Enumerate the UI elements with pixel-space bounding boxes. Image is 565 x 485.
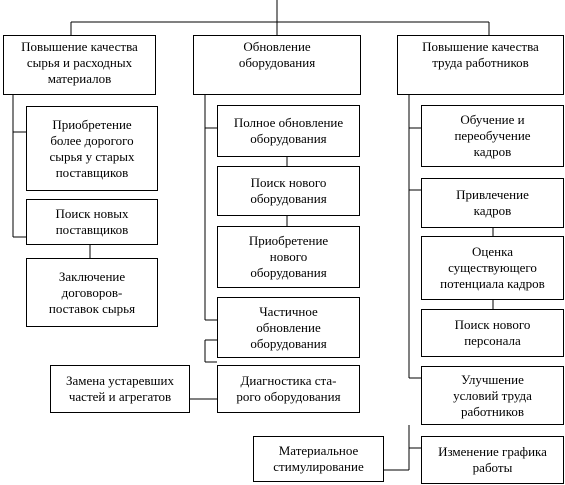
node-attract-staff: Привлечение кадров: [421, 178, 564, 228]
node-equipment: Обновление оборудования: [193, 35, 361, 95]
node-raw-materials: Повышение качества сырья и расходных мат…: [3, 35, 156, 95]
node-material-incentives: Материальное стимулирование: [253, 436, 384, 482]
node-diagnostics: Диагностика ста- рого оборудования: [217, 365, 360, 413]
node-expensive-raw: Приобретение более дорогого сырья у стар…: [26, 106, 158, 191]
node-replace-parts: Замена устаревших частей и агрегатов: [50, 365, 190, 413]
node-full-update: Полное обновление оборудования: [217, 105, 360, 157]
node-supply-contracts: Заключение договоров- поставок сырья: [26, 258, 158, 327]
node-assess-potential: Оценка существующего потенциала кадров: [421, 236, 564, 300]
node-staff-quality: Повышение качества труда работников: [397, 35, 564, 95]
node-training: Обучение и переобучение кадров: [421, 105, 564, 167]
node-new-suppliers: Поиск новых поставщиков: [26, 199, 158, 245]
node-work-conditions: Улучшение условий труда работников: [421, 366, 564, 425]
node-search-equipment: Поиск нового оборудования: [217, 166, 360, 216]
node-partial-update: Частичное обновление оборудования: [217, 297, 360, 358]
node-buy-equipment: Приобретение нового оборудования: [217, 226, 360, 288]
node-search-personnel: Поиск нового персонала: [421, 309, 564, 357]
node-schedule-change: Изменение графика работы: [421, 436, 564, 484]
